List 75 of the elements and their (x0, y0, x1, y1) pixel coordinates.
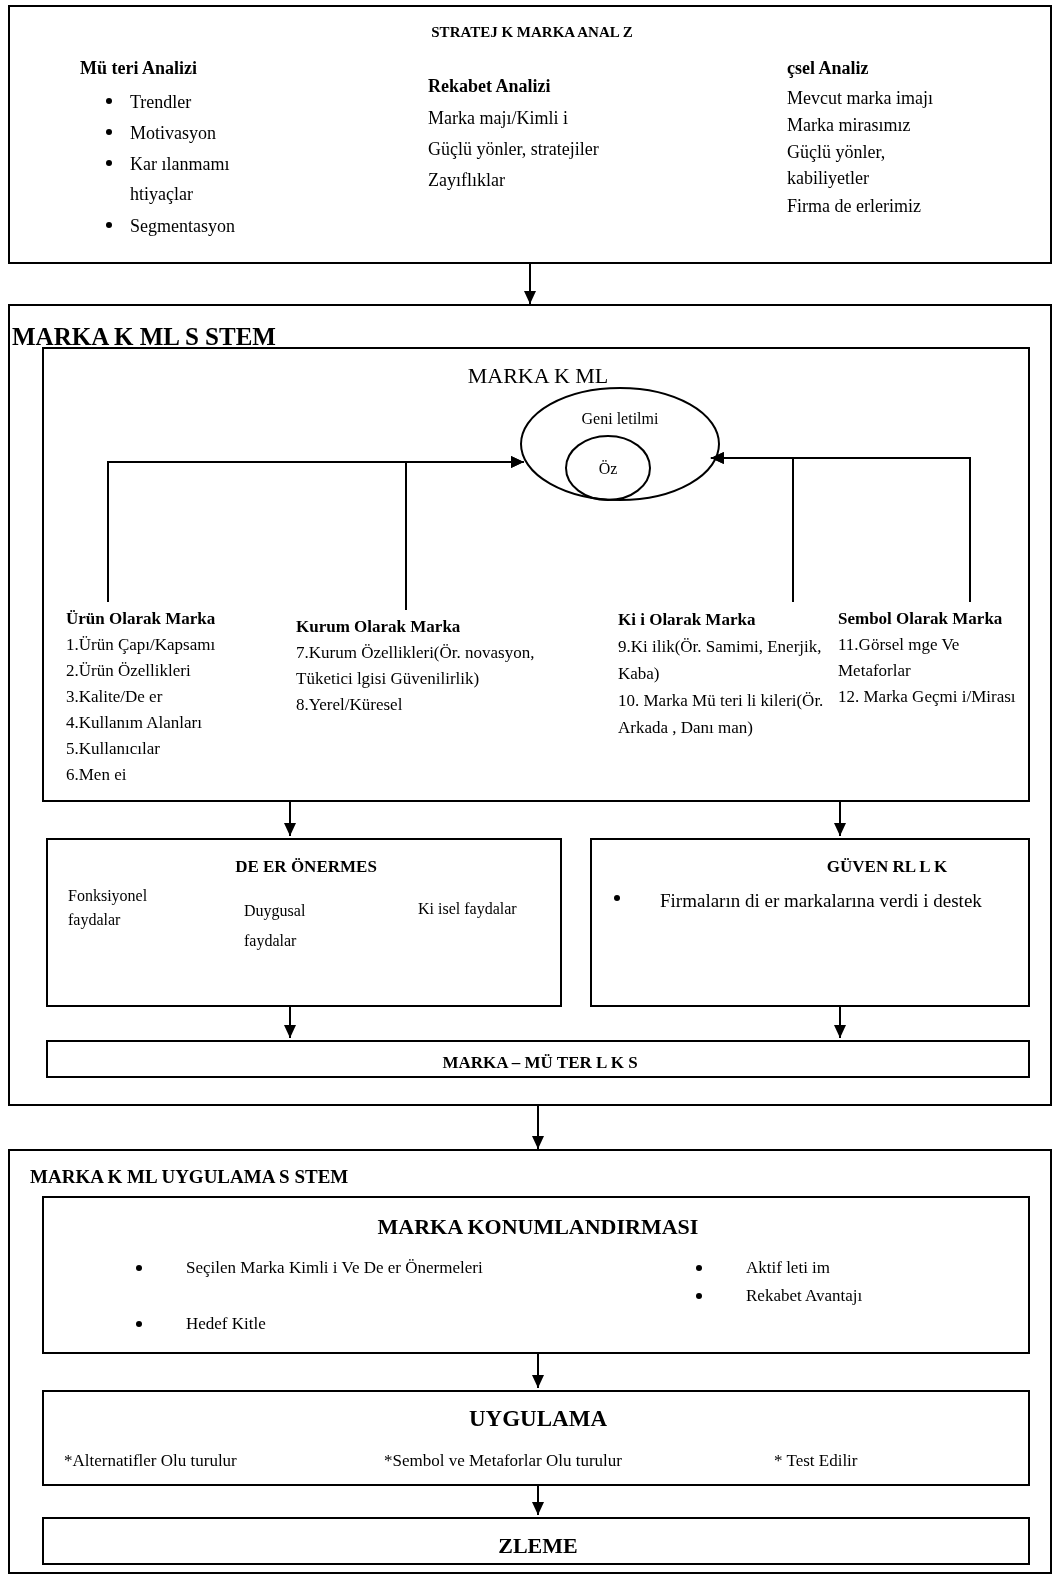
list-item: Firma de erlerimiz (787, 195, 922, 218)
section-box (8, 304, 1052, 1106)
column-heading: çsel Analiz (787, 57, 870, 80)
box-heading: MARKA KONUMLANDIRMASI (376, 1213, 700, 1241)
arrow (405, 456, 525, 611)
column-heading: Ki i Olarak Marka (618, 609, 757, 631)
list-item: 8.Yerel/Küresel (296, 694, 404, 716)
list-item: 4.Kullanım Alanları (66, 712, 203, 734)
list-item: 11.Görsel mge Ve Metaforlar (838, 634, 961, 682)
section-box (590, 838, 1030, 1007)
section-box (42, 347, 1030, 802)
arrow (532, 1483, 544, 1516)
list-item: Marka majı/Kimli i (428, 107, 569, 130)
section-box (42, 1517, 1030, 1565)
arrow (834, 1004, 846, 1039)
list-item: Mevcut marka imajı (787, 87, 934, 110)
arrow (709, 452, 971, 603)
list-item: 9.Ki ilik(Ör. Samimi, Enerjik, Kaba) (618, 636, 823, 685)
list-item: Zayıflıklar (428, 169, 506, 192)
list-item: 1.Ürün Çapı/Kapsamı (66, 634, 217, 656)
ellipse-label: Geni letilmi (580, 409, 660, 429)
benefit-text: Fonksiyonel faydalar (68, 886, 149, 931)
step-text: *Sembol ve Metaforlar Olu turulur (384, 1450, 623, 1472)
column-heading: Rekabet Analizi (428, 75, 552, 98)
arrow (284, 799, 296, 837)
section-box (46, 1040, 1030, 1078)
list-item: 12. Marka Geçmi i/Mirası (838, 686, 1017, 708)
box-heading: UYGULAMA (468, 1405, 608, 1433)
list-item: Motivasyon (130, 122, 217, 145)
list-item: 6.Men ei (66, 764, 128, 786)
list-item: Seçilen Marka Kimli i Ve De er Önermeleri (186, 1257, 484, 1279)
list-item: Firmaların di er markalarına verdi i destek (660, 889, 983, 913)
step-text: *Alternatifler Olu turulur (64, 1450, 238, 1472)
column-heading: Mü teri Analizi (80, 57, 198, 80)
list-item: Güçlü yönler, kabiliyetler (787, 141, 887, 190)
list-item: 7.Kurum Özellikleri(Ör. novasyon, Tüketici lgisi Güvenilirlik) (296, 642, 536, 690)
list-item: 5.Kullanıcılar (66, 738, 161, 760)
section-heading: MARKA K ML (466, 362, 610, 390)
column-heading: Sembol Olarak Marka (838, 608, 1004, 630)
section-heading: MARKA K ML S STEM (12, 322, 277, 352)
ellipse-shape (565, 435, 651, 501)
list-item: Trendler (130, 91, 193, 114)
list-item: Segmentasyon (130, 215, 236, 238)
list-item: 3.Kalite/De er (66, 686, 164, 708)
benefit-text: Ki isel faydalar (418, 899, 518, 920)
section-box (8, 5, 1052, 264)
benefit-text: Duygusal faydalar (244, 901, 307, 952)
section-box (42, 1390, 1030, 1486)
arrow (524, 263, 536, 305)
column-heading: Ürün Olarak Marka (66, 608, 217, 630)
arrow (532, 1351, 544, 1389)
arrow (284, 1004, 296, 1039)
ellipse-label: Öz (597, 459, 619, 479)
step-text: * Test Edilir (774, 1450, 859, 1472)
list-item: Hedef Kitle (186, 1313, 267, 1335)
box-heading: DE ER ÖNERMES (234, 856, 378, 878)
list-item: Aktif leti im (746, 1257, 832, 1279)
section-heading: MARKA K ML UYGULAMA S STEM (30, 1165, 350, 1189)
section-box (46, 838, 562, 1007)
list-item: Rekabet Avantajı (746, 1285, 864, 1307)
list-item: Güçlü yönler, stratejiler (428, 138, 600, 161)
box-heading: GÜVEN RL L K (825, 856, 949, 878)
arrow (834, 799, 846, 837)
list-item: Kar ılanmamı htiyaçlar (130, 153, 231, 206)
arrow (532, 1105, 544, 1150)
list-item: Marka mirasımız (787, 114, 912, 137)
section-box (8, 1149, 1052, 1574)
section-box (42, 1196, 1030, 1354)
ellipse-shape (520, 387, 720, 501)
section-heading: STRATEJ K MARKA ANAL Z (430, 23, 634, 42)
list-item: 10. Marka Mü teri li kileri(Ör. Arkada , Danı man) (618, 690, 825, 739)
box-heading: ZLEME (497, 1532, 579, 1560)
box-heading: MARKA – MÜ TER L K S (441, 1052, 639, 1074)
list-item: 2.Ürün Özellikleri (66, 660, 192, 682)
column-heading: Kurum Olarak Marka (296, 616, 462, 638)
